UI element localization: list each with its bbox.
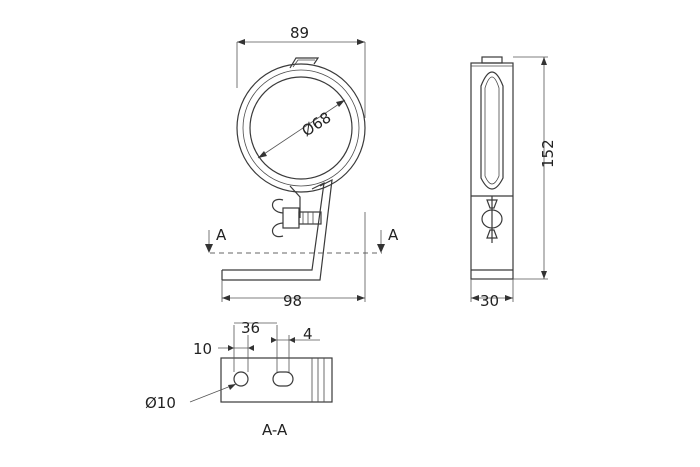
section-title: A-A: [262, 421, 288, 439]
section-view-a-a: 36 10 4 Ø10 A-A: [145, 319, 333, 439]
wing-nut: [271, 198, 322, 238]
dimension-ring-diameter: Ø68: [299, 108, 335, 140]
dimension-hole: Ø10: [145, 394, 176, 412]
front-view: 89 Ø68 A A: [205, 24, 399, 310]
dimension-4: 4: [303, 325, 313, 343]
dimension-98: 98: [283, 292, 302, 310]
dimension-30: 30: [480, 292, 499, 310]
dimension-89: 89: [290, 24, 309, 42]
section-mark-left: A: [216, 226, 227, 244]
dimension-10-left: 10: [193, 340, 212, 358]
section-mark-right: A: [388, 226, 399, 244]
side-view: 152 30: [470, 56, 557, 310]
dimension-36: 36: [241, 319, 260, 337]
dimension-152: 152: [539, 139, 557, 168]
